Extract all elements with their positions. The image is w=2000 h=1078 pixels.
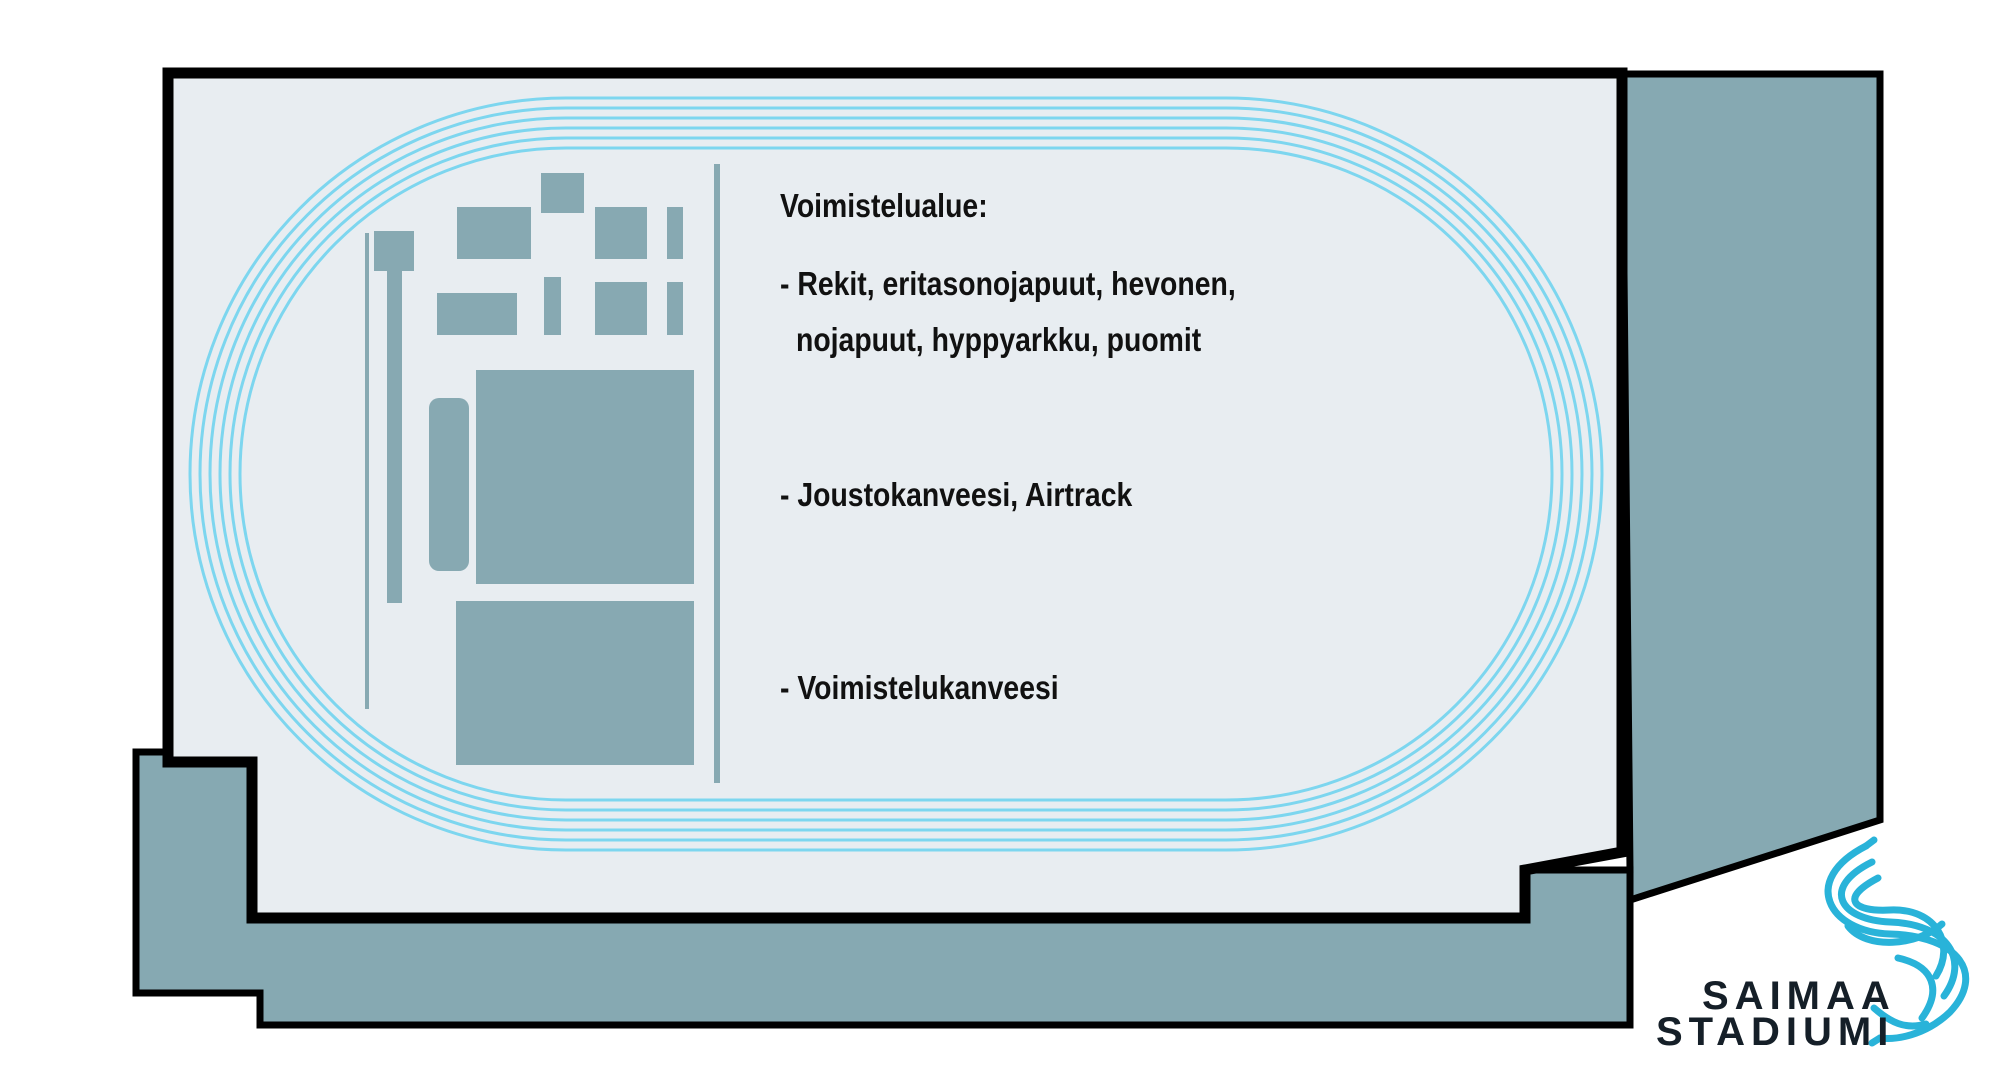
saimaa-stadium-logo xyxy=(1824,836,1970,1047)
divider-line xyxy=(714,164,720,783)
equipment-rail xyxy=(365,233,369,709)
equipment-runway xyxy=(387,270,402,603)
joustokanveesi-mat xyxy=(476,370,694,584)
legend-item-tumbling-mat: - Joustokanveesi, Airtrack xyxy=(780,476,1133,513)
voimistelukanveesi-mat xyxy=(456,601,694,765)
equipment-apparatus xyxy=(544,277,561,335)
equipment-apparatus xyxy=(541,173,584,213)
legend-item-floor-mat: - Voimistelukanveesi xyxy=(780,669,1059,706)
equipment-apparatus xyxy=(437,293,517,335)
equipment-apparatus xyxy=(374,231,414,271)
gymnastics-equipment xyxy=(365,164,720,783)
equipment-apparatus xyxy=(595,207,647,259)
brand-name-line-1: SAIMAA xyxy=(1702,974,1896,1018)
legend-item-artistic-apparatus: - Rekit, eritasonojapuut, hevonen, xyxy=(780,265,1236,302)
brand-name-line-2: STADIUMI xyxy=(1656,1010,1895,1054)
airtrack xyxy=(429,398,469,571)
legend-item-artistic-apparatus-continued: nojapuut, hyppyarkku, puomit xyxy=(796,321,1202,358)
legend-title: Voimistelualue: xyxy=(780,187,988,224)
equipment-apparatus xyxy=(595,282,647,335)
running-track xyxy=(188,96,1604,852)
equipment-apparatus xyxy=(667,282,683,335)
equipment-apparatus xyxy=(667,207,683,259)
equipment-apparatus xyxy=(457,207,531,259)
